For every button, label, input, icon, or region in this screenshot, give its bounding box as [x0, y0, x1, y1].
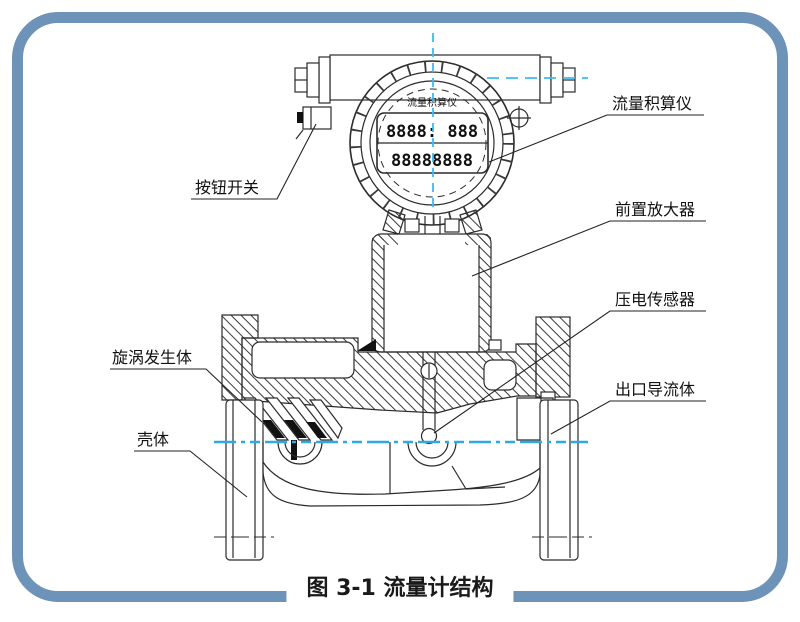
push-button-switch	[295, 106, 332, 140]
right-conduit-fitting	[539, 56, 576, 104]
label-vortex-generator: 旋涡发生体	[112, 348, 192, 367]
right-flange-section	[535, 316, 571, 398]
flow-totalizer-head: 8888: 888 88888888 流量积算仪	[349, 60, 515, 233]
weld-mark	[357, 339, 376, 351]
left-conduit-fitting	[294, 56, 331, 104]
bezel-clamp-right	[444, 218, 460, 233]
centerlines	[214, 33, 588, 444]
lcd-row1: 8888: 888	[386, 122, 478, 142]
label-piezo-sensor: 压电传感器	[615, 290, 695, 309]
label-housing: 壳体	[137, 430, 169, 449]
figure-caption: 图 3-1 流量计结构	[286, 571, 514, 607]
totalizer-housing-box	[294, 54, 576, 140]
bezel-clamp-left	[404, 218, 420, 233]
lcd-row2: 88888888	[391, 151, 473, 171]
part-labels: 按钮开关 旋涡发生体 壳体 流量积算仪 前置放大器 压电传感器 出口导流体	[112, 94, 695, 449]
label-button-switch: 按钮开关	[195, 178, 259, 197]
bezel-tick-ring	[350, 61, 514, 225]
leader-button-switch	[191, 123, 317, 200]
leader-flow-totalizer	[488, 114, 704, 163]
lower-shell	[214, 399, 592, 561]
right-recess	[483, 359, 517, 391]
preamplifier-box	[357, 233, 502, 353]
label-preamplifier: 前置放大器	[615, 200, 695, 219]
label-flow-totalizer: 流量积算仪	[612, 94, 692, 113]
label-outlet-guide: 出口导流体	[615, 380, 695, 399]
leader-housing	[134, 450, 248, 498]
display-title: 流量积算仪	[407, 96, 457, 109]
leader-vortex-generator	[110, 368, 263, 423]
neck-funnel	[382, 209, 483, 235]
leader-lines	[110, 114, 706, 498]
leader-preamplifier	[471, 220, 706, 277]
piezo-sensor	[420, 412, 438, 445]
meter-body-section	[221, 314, 571, 414]
pocket-recess	[251, 341, 355, 379]
leader-piezo-sensor	[433, 310, 706, 434]
leader-outlet-guide	[550, 400, 706, 435]
box-side-tab	[488, 339, 502, 351]
